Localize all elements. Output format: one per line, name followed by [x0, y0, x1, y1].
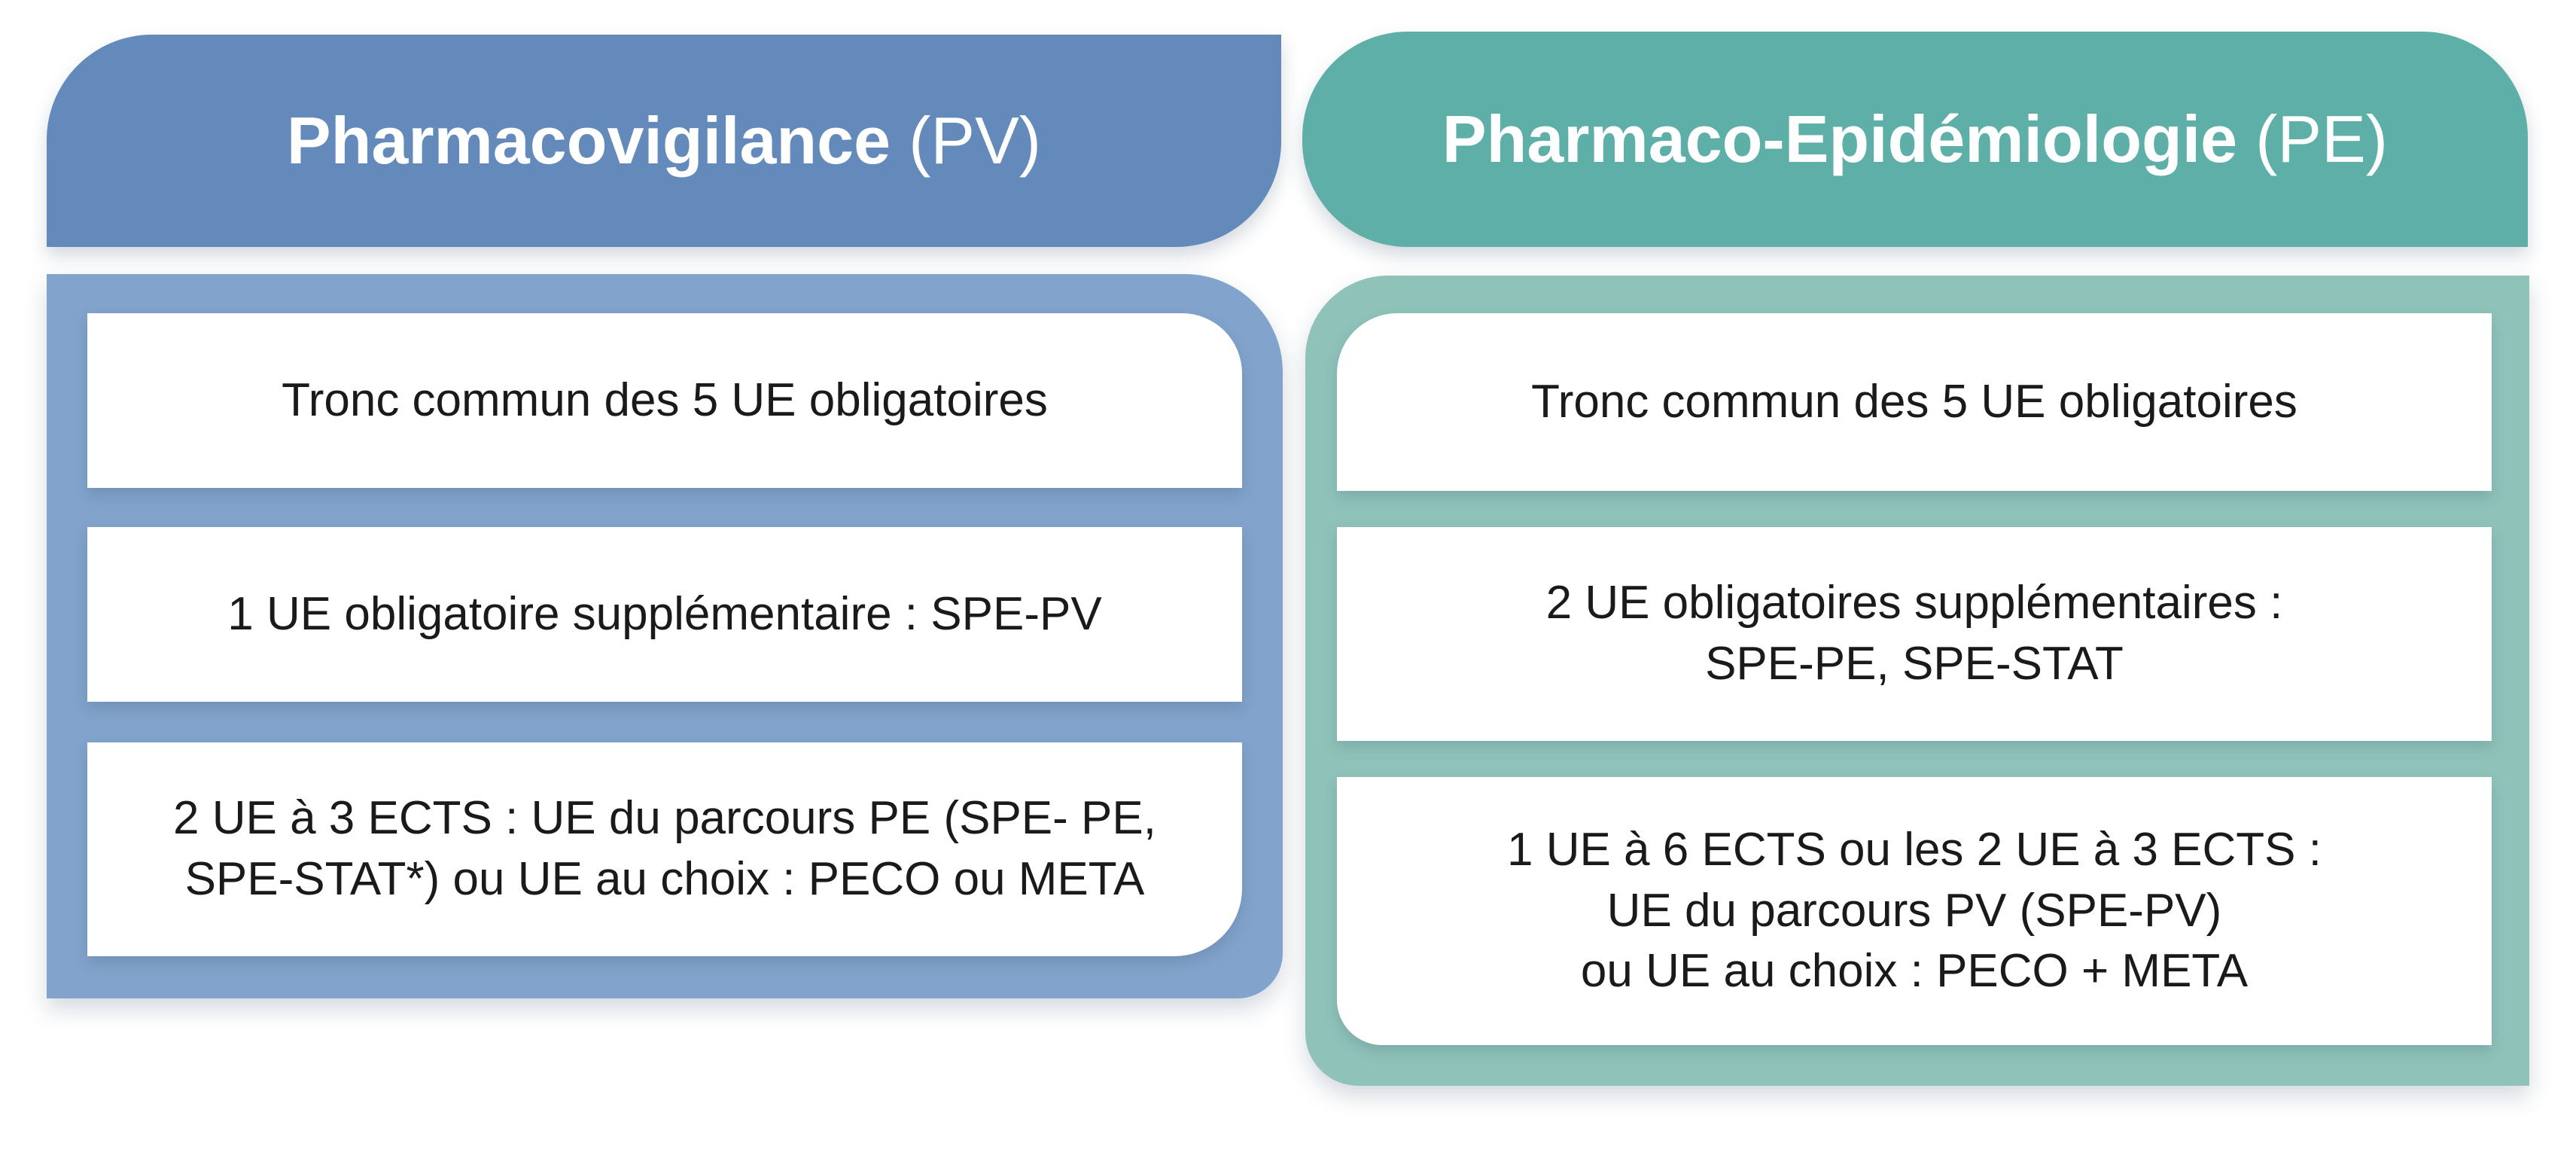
pv-title: Pharmacovigilance — [286, 103, 891, 178]
pv-item-mandatory: 1 UE obligatoire supplémentaire : SPE-PV — [87, 527, 1242, 702]
pe-item-elective: 1 UE à 6 ECTS ou les 2 UE à 3 ECTS : UE … — [1337, 777, 2492, 1045]
pe-item-core: Tronc commun des 5 UE obligatoires — [1337, 313, 2492, 491]
pv-item-elective: 2 UE à 3 ECTS : UE du parcours PE (SPE- … — [87, 742, 1242, 956]
pe-title: Pharmaco-Epidémiologie — [1442, 102, 2238, 176]
pv-header: Pharmacovigilance (PV) — [47, 35, 1281, 247]
pe-item-mandatory: 2 UE obligatoires supplémentaires : SPE-… — [1337, 527, 2492, 741]
pe-abbr: (PE) — [2255, 102, 2389, 176]
pv-item-core: Tronc commun des 5 UE obligatoires — [87, 313, 1242, 488]
pv-abbr: (PV) — [909, 103, 1042, 178]
pe-header: Pharmaco-Epidémiologie (PE) — [1302, 32, 2528, 247]
